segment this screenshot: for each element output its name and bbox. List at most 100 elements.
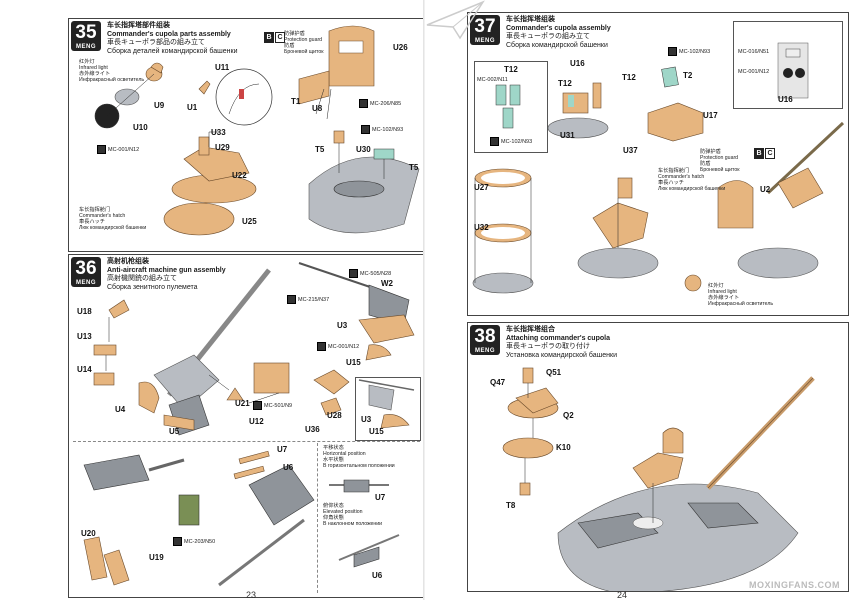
- part-label: U37: [623, 146, 638, 155]
- part-label: U29: [215, 143, 230, 152]
- step-35-paint-2: MC-206/N85: [359, 99, 401, 108]
- step-36-elevated-label: 俯仰状态 Elevated position 仰角状態 В наклонном …: [323, 503, 383, 527]
- part-label: U15: [369, 427, 384, 436]
- page-number-left: 23: [246, 590, 257, 600]
- part-label: T5: [315, 145, 325, 154]
- step-35-paint-1: MC-001/N12: [97, 145, 139, 154]
- step-36-paint-4: MC-501/N9: [253, 401, 292, 410]
- part-label: T5: [409, 163, 419, 172]
- part-label: U13: [77, 332, 92, 341]
- step-36-paint-1: MC-505/N28: [349, 269, 391, 278]
- step-37-guard-label: 防弹护盾 Protection guard 防盾 Броневой щиток: [700, 149, 740, 173]
- part-label: U14: [77, 365, 92, 374]
- part-label: Q51: [546, 368, 562, 377]
- step-36-drawing: [83, 262, 415, 587]
- part-label: U16: [778, 95, 793, 104]
- part-label: U4: [115, 405, 126, 414]
- step-37-hatch-label: 车长指挥舱门 Commander's hatch 車長ハッチ Люк коман…: [658, 168, 726, 192]
- step-35-number: 35 MENG: [71, 21, 101, 51]
- step-37-paint-2: MC-002/N11: [477, 77, 508, 83]
- paper-plane-icon: [426, 0, 485, 40]
- part-label: T8: [506, 501, 516, 510]
- step-38-drawing: [502, 367, 815, 591]
- part-label: U10: [133, 123, 148, 132]
- part-label: U32: [474, 223, 489, 232]
- part-label: U7: [277, 445, 288, 454]
- part-label: U8: [312, 104, 323, 113]
- step-37-paint-4: MC-016/N51: [738, 49, 770, 55]
- watermark: MOXINGFANS.COM: [748, 580, 840, 590]
- part-label: T2: [683, 71, 693, 80]
- left-page: 35 MENG 车长指挥塔部件组装 Commander's cupola par…: [68, 18, 425, 600]
- part-label: U25: [242, 217, 257, 226]
- step-37-paint-3: MC-102/N93: [490, 137, 532, 146]
- part-label: U18: [77, 307, 92, 316]
- part-label: Q2: [563, 411, 574, 420]
- step-37-t12-inset: [474, 61, 548, 153]
- part-label: U31: [560, 131, 575, 140]
- step-35-paint-3: MC-102/N93: [361, 125, 403, 134]
- part-label: U20: [81, 529, 96, 538]
- part-label: U27: [474, 183, 489, 192]
- part-label: U1: [187, 103, 198, 112]
- part-label: T1: [291, 97, 301, 106]
- step-37-drawing: [472, 42, 845, 294]
- part-label: U6: [283, 463, 294, 472]
- step-36-paint-5: MC-203/N50: [173, 537, 215, 546]
- step-36-paint-3: MC-001/N12: [317, 342, 359, 351]
- part-label: U26: [393, 43, 408, 52]
- part-label: U7: [375, 493, 386, 502]
- step-38-number: 38 MENG: [470, 325, 500, 355]
- step-37-paint-5: MC-001/N12: [738, 69, 770, 75]
- part-label: U16: [570, 59, 585, 68]
- step-35-ir-label: 红外灯 Infrared light 赤外線ライト Инфракрасный о…: [79, 59, 145, 83]
- page-number-right: 24: [617, 590, 628, 600]
- part-label: U11: [215, 63, 230, 72]
- step-35-panel: 35 MENG 车长指挥塔部件组装 Commander's cupola par…: [68, 18, 425, 252]
- step-36-inset: [355, 377, 421, 441]
- part-label: U30: [356, 145, 371, 154]
- step-36-number: 36 MENG: [71, 257, 101, 287]
- part-label: U21: [235, 399, 250, 408]
- step-35-hatch-label: 车长指挥舱门 Commander's hatch 車長ハッチ Люк коман…: [79, 207, 147, 231]
- part-label: U3: [337, 321, 348, 330]
- part-label: U6: [372, 571, 383, 580]
- part-label: T12: [504, 65, 518, 74]
- step-36-title: 高射机枪组装 Anti-aircraft machine gun assembl…: [107, 258, 226, 291]
- part-label: T12: [622, 73, 636, 82]
- part-label: Q47: [490, 378, 506, 387]
- part-label: U9: [154, 101, 165, 110]
- part-label: U28: [327, 411, 342, 420]
- part-label: W2: [381, 279, 393, 288]
- step-36-divider-v: [317, 443, 318, 593]
- step-37-ir-label: 红外灯 Infrared light 赤外線ライト Инфракрасный о…: [708, 283, 774, 307]
- part-label: U36: [305, 425, 320, 434]
- part-label: U12: [249, 417, 264, 426]
- step-37-number: 37 MENG: [470, 15, 500, 45]
- step-36-horizontal-label: 平移状态 Horizontal position 水平状態 В горизонт…: [323, 445, 395, 469]
- step-35-title: 车长指挥塔部件组装 Commander's cupola parts assem…: [107, 22, 238, 55]
- step-38-panel: 38 MENG 车长指挥塔组合 Attaching commander's cu…: [467, 322, 849, 592]
- step-38-title: 车长指挥塔组合 Attaching commander's cupola 車長キ…: [506, 326, 618, 359]
- right-page: 37 MENG 车长指挥塔组装 Commander's cupola assem…: [425, 0, 850, 600]
- part-label: U5: [169, 427, 180, 436]
- part-label: U19: [149, 553, 164, 562]
- part-label: U3: [361, 415, 372, 424]
- step-35-guard-label: 防弹护盾 Protection guard 防盾 Броневой щиток: [284, 31, 324, 55]
- part-label: U22: [232, 171, 247, 180]
- step-37-panel: 37 MENG 车长指挥塔组装 Commander's cupola assem…: [467, 12, 849, 316]
- part-label: U33: [211, 128, 226, 137]
- part-label: U2: [760, 185, 771, 194]
- step-35-drawing: [94, 25, 420, 236]
- part-label: U15: [346, 358, 361, 367]
- step-37-paint-1: MC-102/N93: [668, 47, 710, 56]
- step-37-title: 车长指挥塔组装 Commander's cupola assembly 車長キュ…: [506, 16, 611, 49]
- part-label: K10: [556, 443, 571, 452]
- part-label: U17: [703, 111, 718, 120]
- step-36-panel: 36 MENG 高射机枪组装 Anti-aircraft machine gun…: [68, 254, 425, 598]
- part-label: T12: [558, 79, 572, 88]
- step-36-paint-2: MC-215/N37: [287, 295, 329, 304]
- step-36-divider: [73, 441, 420, 442]
